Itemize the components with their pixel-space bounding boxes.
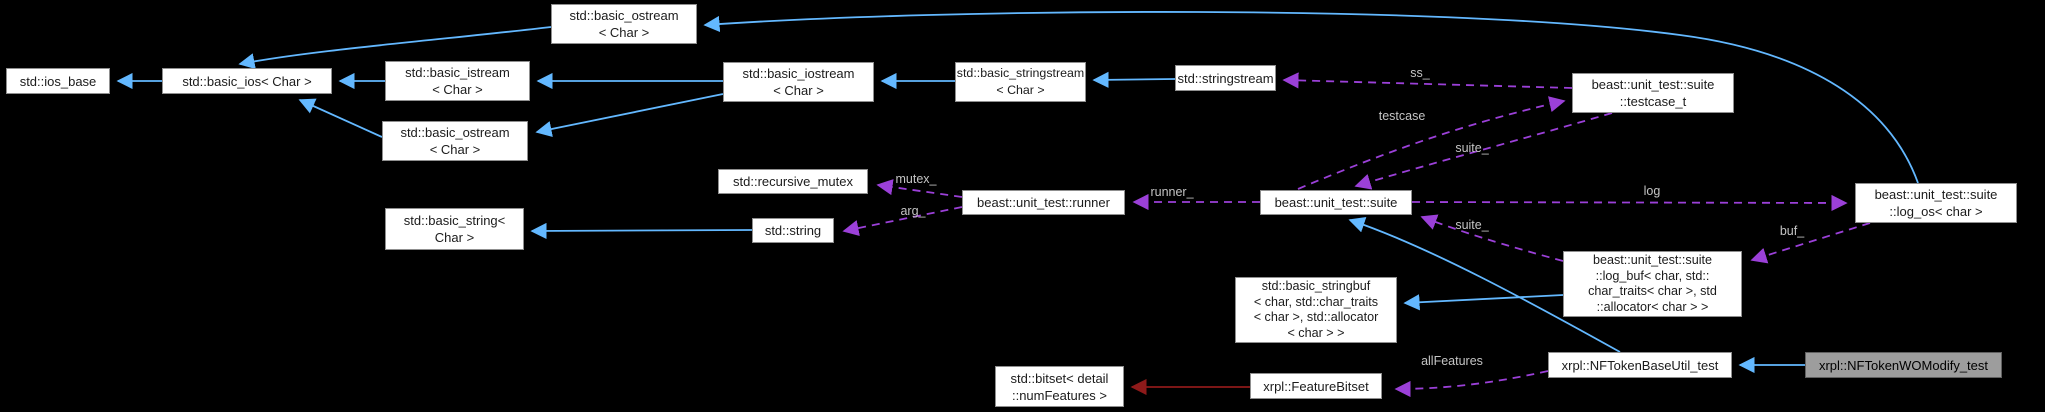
node-unit-test-runner[interactable]: beast::unit_test::runner [962,190,1125,215]
edge-stringstream-to-stringstreamt [1092,71,1176,88]
edge-label-runner: runner_ [1150,185,1194,199]
node-std-basic-ostream-low[interactable]: std::basic_ostream < Char > [382,121,528,161]
edge-suite-log-logos [1411,194,1848,212]
node-std-basic-stringbuf[interactable]: std::basic_stringbuf < char, std::char_t… [1235,277,1397,343]
edge-baseutil-allfeatures-featurebitset [1394,370,1549,398]
node-std-stringstream[interactable]: std::stringstream [1175,65,1276,91]
node-nftokenbaseutil-test[interactable]: xrpl::NFTokenBaseUtil_test [1548,352,1732,378]
edge-label-arg: arg_ [900,204,926,218]
edge-label-suite-upper: suite_ [1455,141,1489,155]
node-std-recursive-mutex[interactable]: std::recursive_mutex [718,169,868,194]
node-xrpl-featurebitset[interactable]: xrpl::FeatureBitset [1250,373,1382,399]
node-suite-log-buf[interactable]: beast::unit_test::suite ::log_buf< char,… [1563,251,1742,317]
edge-testcaset-suite-upper [1354,112,1613,190]
node-std-string[interactable]: std::string [752,218,834,243]
edge-logos-to-ostreamtop [703,11,1919,184]
node-testcase-t[interactable]: beast::unit_test::suite ::testcase_t [1572,73,1734,113]
edge-label-log: log [1643,184,1661,198]
edge-label-buf: buf_ [1779,224,1805,238]
edge-logbuf-to-stringbuf [1403,294,1564,311]
edge-testcaset-ss-stringstream [1282,72,1573,89]
edge-iostream-to-ostreamlow [535,93,724,138]
node-std-bitset[interactable]: std::bitset< detail ::numFeatures > [995,366,1124,407]
edge-logos-buf-logbuf [1750,222,1871,264]
edge-ostreamtop-to-basicios [238,26,552,70]
node-std-basic-ostream-top[interactable]: std::basic_ostream < Char > [551,4,697,44]
edge-suite-testcase-testcaset [1297,96,1566,190]
node-std-basic-iostream[interactable]: std::basic_iostream < Char > [723,62,874,102]
node-unit-test-suite[interactable]: beast::unit_test::suite [1260,190,1412,215]
node-nftokenwomodify-test: xrpl::NFTokenWOModify_test [1805,352,2002,378]
node-std-ios-base[interactable]: std::ios_base [6,68,110,94]
edge-label-suite-lower: suite_ [1455,218,1489,232]
edge-label-mutex: mutex_ [895,172,937,186]
edge-ostreamlow-to-basicios [298,98,383,138]
edge-runner-arg-string [842,206,963,237]
node-std-basic-stringstream[interactable]: std::basic_stringstream < Char > [955,62,1086,102]
node-std-basic-ios[interactable]: std::basic_ios< Char > [162,68,332,94]
node-std-basic-istream[interactable]: std::basic_istream < Char > [385,61,530,101]
edge-string-to-basicstring [530,222,753,240]
edge-label-allfeatures: allFeatures [1421,354,1483,368]
edge-label-testcase: testcase [1378,109,1426,123]
node-std-basic-string[interactable]: std::basic_string< Char > [385,208,524,250]
node-suite-log-os[interactable]: beast::unit_test::suite ::log_os< char > [1855,183,2017,223]
edge-runner-mutex [876,179,963,198]
edge-logbuf-suite-lower [1420,214,1564,262]
edge-label-ss: ss_ [1410,66,1430,80]
